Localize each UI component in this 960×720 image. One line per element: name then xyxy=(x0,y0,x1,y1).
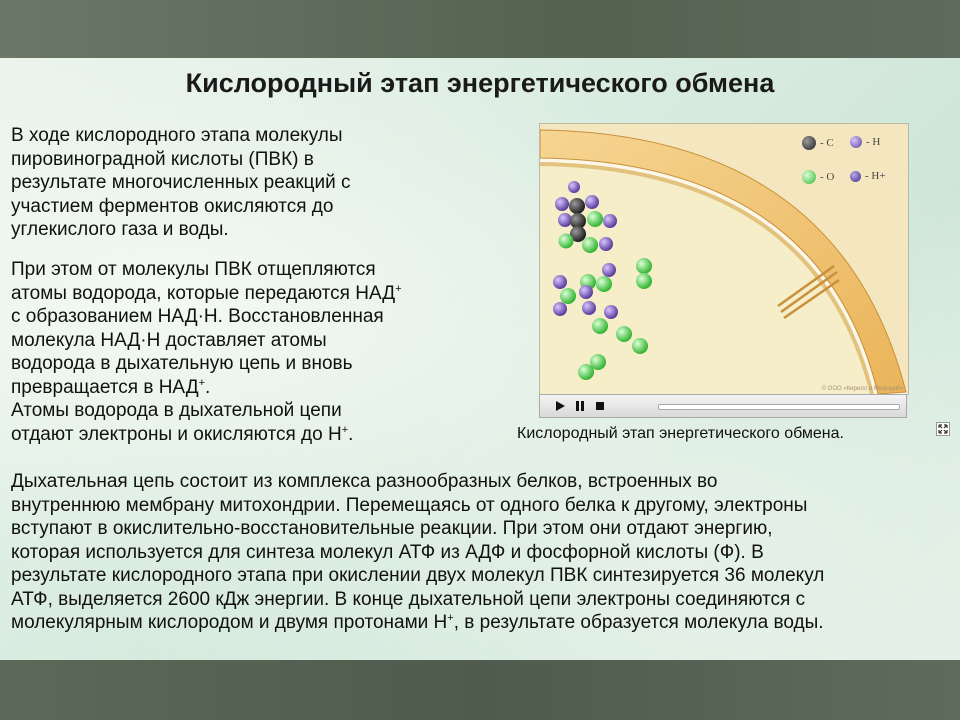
slide-title: Кислородный этап энергетического обмена xyxy=(185,68,775,98)
proton-ball-icon xyxy=(850,170,861,182)
p2-text-c: . Атомы водорода в дыхательной цепи отда… xyxy=(11,376,342,445)
hydrogen-atom xyxy=(604,305,618,319)
p2-text-d: . xyxy=(348,423,354,445)
pause-icon[interactable] xyxy=(574,400,586,412)
figure-caption: Кислородный этап энергетического обмена. xyxy=(517,425,844,442)
oxygen-atom xyxy=(578,364,594,380)
legend-hydrogen: - H xyxy=(850,136,880,148)
legend-hydrogen-label: - H xyxy=(866,136,881,148)
hydrogen-atom xyxy=(602,263,616,277)
hydrogen-atom xyxy=(555,197,569,211)
oxygen-atom xyxy=(587,211,603,227)
hydrogen-ball-icon xyxy=(850,136,862,148)
paragraph-intro: В ходе кислородного этапа молекулы пиров… xyxy=(11,125,351,240)
p2-sup-b: + xyxy=(198,376,206,389)
atom-group xyxy=(553,181,652,380)
oxygen-atom xyxy=(632,338,648,354)
legend-carbon-label: - C xyxy=(820,137,834,149)
seek-bar[interactable] xyxy=(658,404,900,410)
carbon-atom xyxy=(569,198,585,214)
hydrogen-atom xyxy=(568,181,580,193)
oxygen-atom xyxy=(582,237,598,253)
legend-oxygen: - O xyxy=(802,170,834,184)
membrane-channel xyxy=(777,264,840,320)
hydrogen-atom xyxy=(599,237,613,251)
carbon-atom xyxy=(570,213,586,229)
p3-sup-a: + xyxy=(447,612,454,624)
carbon-atom xyxy=(570,226,586,242)
outer-space xyxy=(540,124,908,394)
oxygen-ball-icon xyxy=(802,170,816,184)
mitochondrion-svg xyxy=(540,124,908,394)
oxygen-atom xyxy=(560,288,576,304)
legend-oxygen-label: - O xyxy=(820,171,835,183)
hydrogen-atom xyxy=(558,213,572,227)
mitochondrion-illustration: © ООО «Кирилл и Мефодий» xyxy=(539,123,909,395)
hydrogen-atom xyxy=(582,301,596,315)
outer-membrane xyxy=(540,129,907,394)
p2-text-a: При этом от молекулы ПВК отщепляются ато… xyxy=(11,259,396,304)
slide-frame-top xyxy=(0,0,960,58)
hydrogen-atom xyxy=(579,285,593,299)
oxygen-atom xyxy=(616,326,632,342)
copyright-text: © ООО «Кирилл и Мефодий» xyxy=(821,386,904,392)
paragraph-respiratory-chain: Дыхательная цепь состоит из комплекса ра… xyxy=(11,470,956,635)
hydrogen-atom xyxy=(585,195,599,209)
expand-icon[interactable] xyxy=(936,422,950,436)
legend-carbon: - C xyxy=(802,136,834,150)
carbon-ball-icon xyxy=(802,136,816,150)
p3-text-b: , в результате образуется молекула воды. xyxy=(453,612,824,633)
legend-proton: - H+ xyxy=(850,170,886,182)
play-icon[interactable] xyxy=(554,400,566,412)
oxygen-atom xyxy=(558,233,574,249)
hydrogen-atom xyxy=(553,302,567,316)
oxygen-atom xyxy=(596,276,612,292)
hydrogen-atom xyxy=(553,275,567,289)
p2-text-b: с образованием НАД·Н. Восстановленная мо… xyxy=(11,306,384,398)
slide-frame-bottom xyxy=(0,660,960,720)
p3-text-a: Дыхательная цепь состоит из комплекса ра… xyxy=(11,471,825,633)
legend-proton-label: - H xyxy=(865,170,880,182)
paragraph-nad: При этом от молекулы ПВК отщепляются ато… xyxy=(11,258,481,446)
inner-membrane xyxy=(540,162,874,394)
media-player xyxy=(539,394,907,418)
oxygen-atom xyxy=(592,318,608,334)
p2-sup-c: + xyxy=(341,423,349,436)
p2-sup-a: + xyxy=(395,282,402,295)
hydrogen-atom xyxy=(603,214,617,228)
slide: Кислородный этап энергетического обмена … xyxy=(0,58,960,660)
stop-icon[interactable] xyxy=(594,400,606,412)
oxygen-atom xyxy=(636,273,652,289)
atom-legend: - C - H - O - H+ xyxy=(802,136,902,196)
oxygen-atom xyxy=(636,258,652,274)
oxygen-atom xyxy=(590,354,606,370)
